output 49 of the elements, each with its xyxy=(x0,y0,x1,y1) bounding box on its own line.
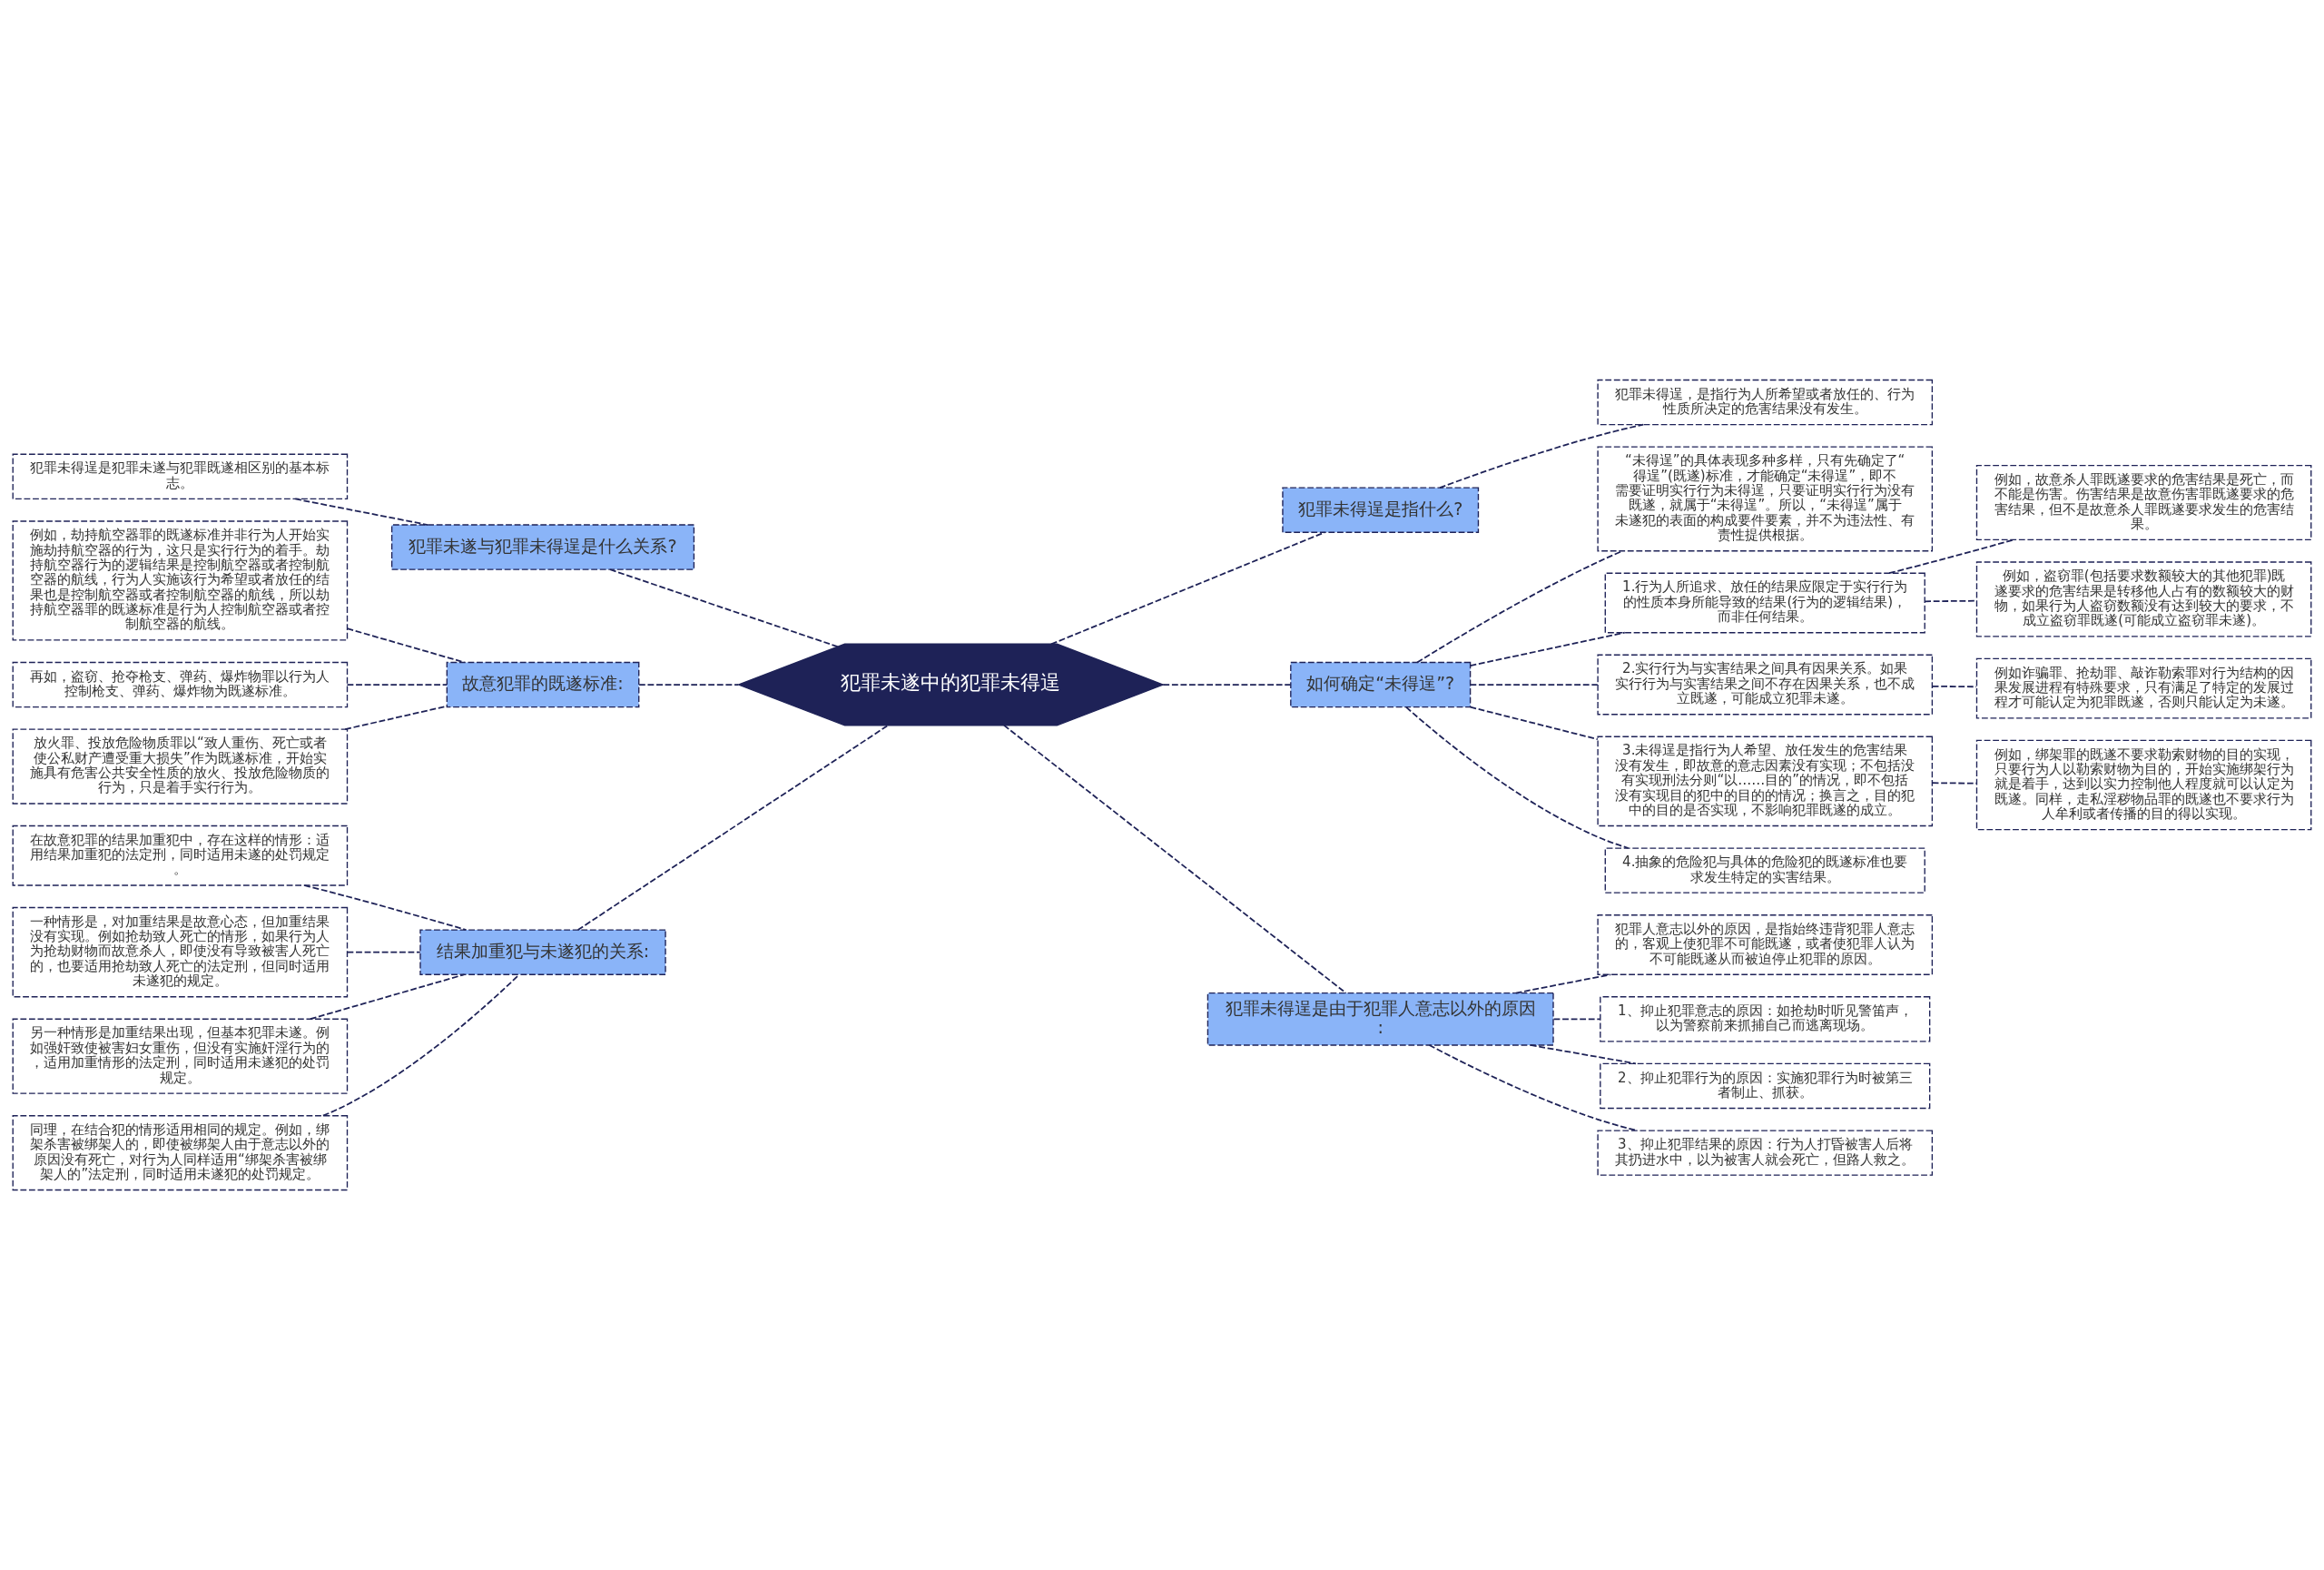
node-box: 1、抑止犯罪意志的原因：如抢劫时听见警笛声，以为警察前来抓捕自己而逃离现场。 xyxy=(1600,996,1931,1042)
node-box: 故意犯罪的既遂标准: xyxy=(446,661,640,708)
node-box: 3、抑止犯罪结果的原因：行为人打昏被害人后将其扔进水中，以为被害人就会死亡，但路人救之。 xyxy=(1597,1130,1934,1176)
node-box: 例如诈骗罪、抢劫罪、敲诈勒索罪对行为结构的因果发展进程有特殊要求，只有满足了特定的发展过程才可能认定为犯罪既遂，否则只能认定为未遂。 xyxy=(1975,657,2312,719)
node-box: 例如，劫持航空器罪的既遂标准并非行为人开始实施劫持航空器的行为，这只是实行行为的着手。劫持航空器行为的逻辑结果是控制航空器或者控制航空器的航线，行为人实施该行为希望或者放任的结果也是控制航空器或者控制航空器的航线，所以劫持航空器罪的既遂标准是行为人控制航空器或者控制航空器的航线。 xyxy=(12,520,349,641)
node-box: 犯罪未得逞是指什么? xyxy=(1282,487,1480,533)
connector xyxy=(1428,1044,1639,1131)
connector xyxy=(576,724,890,931)
connector xyxy=(1469,631,1626,667)
connector xyxy=(1888,538,2015,575)
connector xyxy=(1552,1018,1601,1021)
node-box: 如何确定“未得逞”? xyxy=(1290,661,1472,708)
connector xyxy=(1162,684,1292,686)
connector xyxy=(346,627,466,664)
node-box: 再如，盗窃、抢夺枪支、弹药、爆炸物罪以行为人控制枪支、弹药、爆炸物为既遂标准。 xyxy=(12,661,349,708)
node-box: 2、抑止犯罪行为的原因：实施犯罪行为时被第三者制止、抓获。 xyxy=(1600,1062,1931,1110)
node-box: 放火罪、投放危险物质罪以“致人重伤、死亡或者使公私财产遭受重大损失”作为既遂标准，开始实施具有危害公共安全性质的放火、投放危险物质的行为，只是着手实行行为。 xyxy=(12,728,349,805)
connector xyxy=(638,684,740,686)
node-box: “未得逞”的具体表现多种多样，只有先确定了“得逞”(既遂)标准，才能确定“未得逞”，即不需要证明实行行为未得逞，只要证明实行行为没有既遂，就属于“未得逞”。所以，“未得逞”属于未遂犯的表面的构成要件要素，并不为违法性、有责性提供根据。 xyxy=(1597,446,1934,552)
connector xyxy=(609,568,839,648)
node-box: 例如，盗窃罪(包括要求数额较大的其他犯罪)既遂要求的危害结果是转移他人占有的数额较大的财物，如果行为人盗窃数额没有达到较大的要求，不成立盗窃罪既遂(可能成立盗窃罪未遂)。 xyxy=(1975,561,2312,637)
node-box: 结果加重犯与未遂犯的关系: xyxy=(419,929,666,975)
connector xyxy=(1050,531,1325,646)
connector xyxy=(1931,782,1977,785)
connector xyxy=(1003,724,1347,994)
connector xyxy=(1931,685,1977,688)
node-box: 犯罪未遂与犯罪未得逞是什么关系? xyxy=(390,524,695,570)
connector xyxy=(1469,706,1599,740)
node-box: 2.实行行为与实害结果之间具有因果关系。如果实行行为与实害结果之间不存在因果关系，也不成立既遂，可能成立犯罪未遂。 xyxy=(1597,654,1934,716)
connector xyxy=(322,973,520,1117)
connector xyxy=(1514,973,1612,994)
node-box: 犯罪未得逞是犯罪未遂与犯罪既遂相区别的基本标志。 xyxy=(12,453,349,500)
connector xyxy=(1405,706,1630,849)
node-box: 例如，绑架罪的既遂不要求勒索财物的目的实现，只要行为人以勒索财物为目的，开始实施绑架行为就是着手，达到以实力控制他人程度就可以认定为既遂。同样，走私淫秽物品罪的既遂也不要求行为人牟利或者传播的目的得以实现。 xyxy=(1975,739,2312,831)
node-box: 4.抽象的危险犯与具体的危险犯的既遂标准也要求发生特定的实害结果。 xyxy=(1604,847,1925,894)
connector xyxy=(1416,549,1623,664)
node-box: 3.未得逞是指行为人希望、放任发生的危害结果没有发生，即故意的意志因素没有实现；不包括没有实现刑法分则“以……目的”的情况，即不包括没有实现目的犯中的目的的情况；换言之，目的犯中的目的是否实现，不影响犯罪既遂的成立。 xyxy=(1597,736,1934,827)
node-box: 同理，在结合犯的情形适用相同的规定。例如，绑架杀害被绑架人的，即使被绑架人由于意志以外的原因没有死亡，对行为人同样适用“绑架杀害被绑架人的”法定刑，同时适用未遂犯的处罚规定。 xyxy=(12,1115,349,1191)
node-box: 1.行为人所追求、放任的结果应限定于实行行为的性质本身所能导致的结果(行为的逻辑结果)，而非任何结果。 xyxy=(1604,572,1925,634)
node-box: 犯罪人意志以外的原因，是指始终违背犯罪人意志的，客观上使犯罪不可能既遂，或者使犯罪人认为不可能既遂从而被迫停止犯罪的原因。 xyxy=(1597,914,1934,975)
connector xyxy=(1469,684,1599,686)
connector xyxy=(346,951,421,953)
node-box: 在故意犯罪的结果加重犯中，存在这样的情形：适用结果加重犯的法定刑，同时适用未遂的处罚规定。 xyxy=(12,824,349,886)
node-box: 犯罪未得逞，是指行为人所希望或者放任的、行为性质所决定的危害结果没有发生。 xyxy=(1597,379,1934,426)
connector xyxy=(346,684,448,686)
node-box: 另一种情形是加重结果出现，但基本犯罪未遂。例如强奸致使被害妇女重伤，但没有实施奸淫行为的，适用加重情形的法定刑，同时适用未遂犯的处罚规定。 xyxy=(12,1018,349,1094)
node-box: 一种情形是，对加重结果是故意心态，但加重结果没有实现。例如抢劫致人死亡的情形，如果行为人为抢劫财物而故意杀人，即使没有导致被害人死亡的，也要适用抢劫致人死亡的法定刑，但同时适用未遂犯的规定。 xyxy=(12,906,349,998)
node-box: 犯罪未得逞是由于犯罪人意志以外的原因: xyxy=(1206,992,1554,1046)
node-box: 例如，故意杀人罪既遂要求的危害结果是死亡，而不能是伤害。伤害结果是故意伤害罪既遂要求的危害结果，但不是故意杀人罪既遂要求发生的危害结果。 xyxy=(1975,464,2312,541)
